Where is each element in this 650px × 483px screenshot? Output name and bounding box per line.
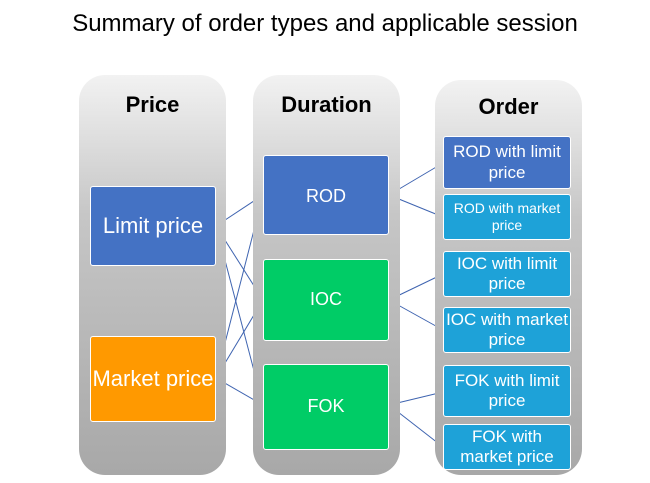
order-fok-market-box: FOK with market price [443, 424, 571, 470]
order-fok-limit-box: FOK with limit price [443, 365, 571, 417]
order-ioc-market-box: IOC with market price [443, 307, 571, 353]
duration-fok-box: FOK [263, 364, 389, 450]
order-rod-limit-box: ROD with limit price [443, 136, 571, 189]
duration-column-header: Duration [281, 92, 372, 117]
price-limit-box: Limit price [90, 186, 216, 266]
price-market-box: Market price [90, 336, 216, 422]
duration-ioc-box: IOC [263, 259, 389, 341]
order-column-header: Order [478, 94, 539, 119]
price-column-header: Price [125, 92, 180, 117]
order-rod-market-box: ROD with market price [443, 194, 571, 240]
duration-rod-box: ROD [263, 155, 389, 235]
order-ioc-limit-box: IOC with limit price [443, 251, 571, 297]
diagram-title: Summary of order types and applicable se… [72, 10, 578, 37]
